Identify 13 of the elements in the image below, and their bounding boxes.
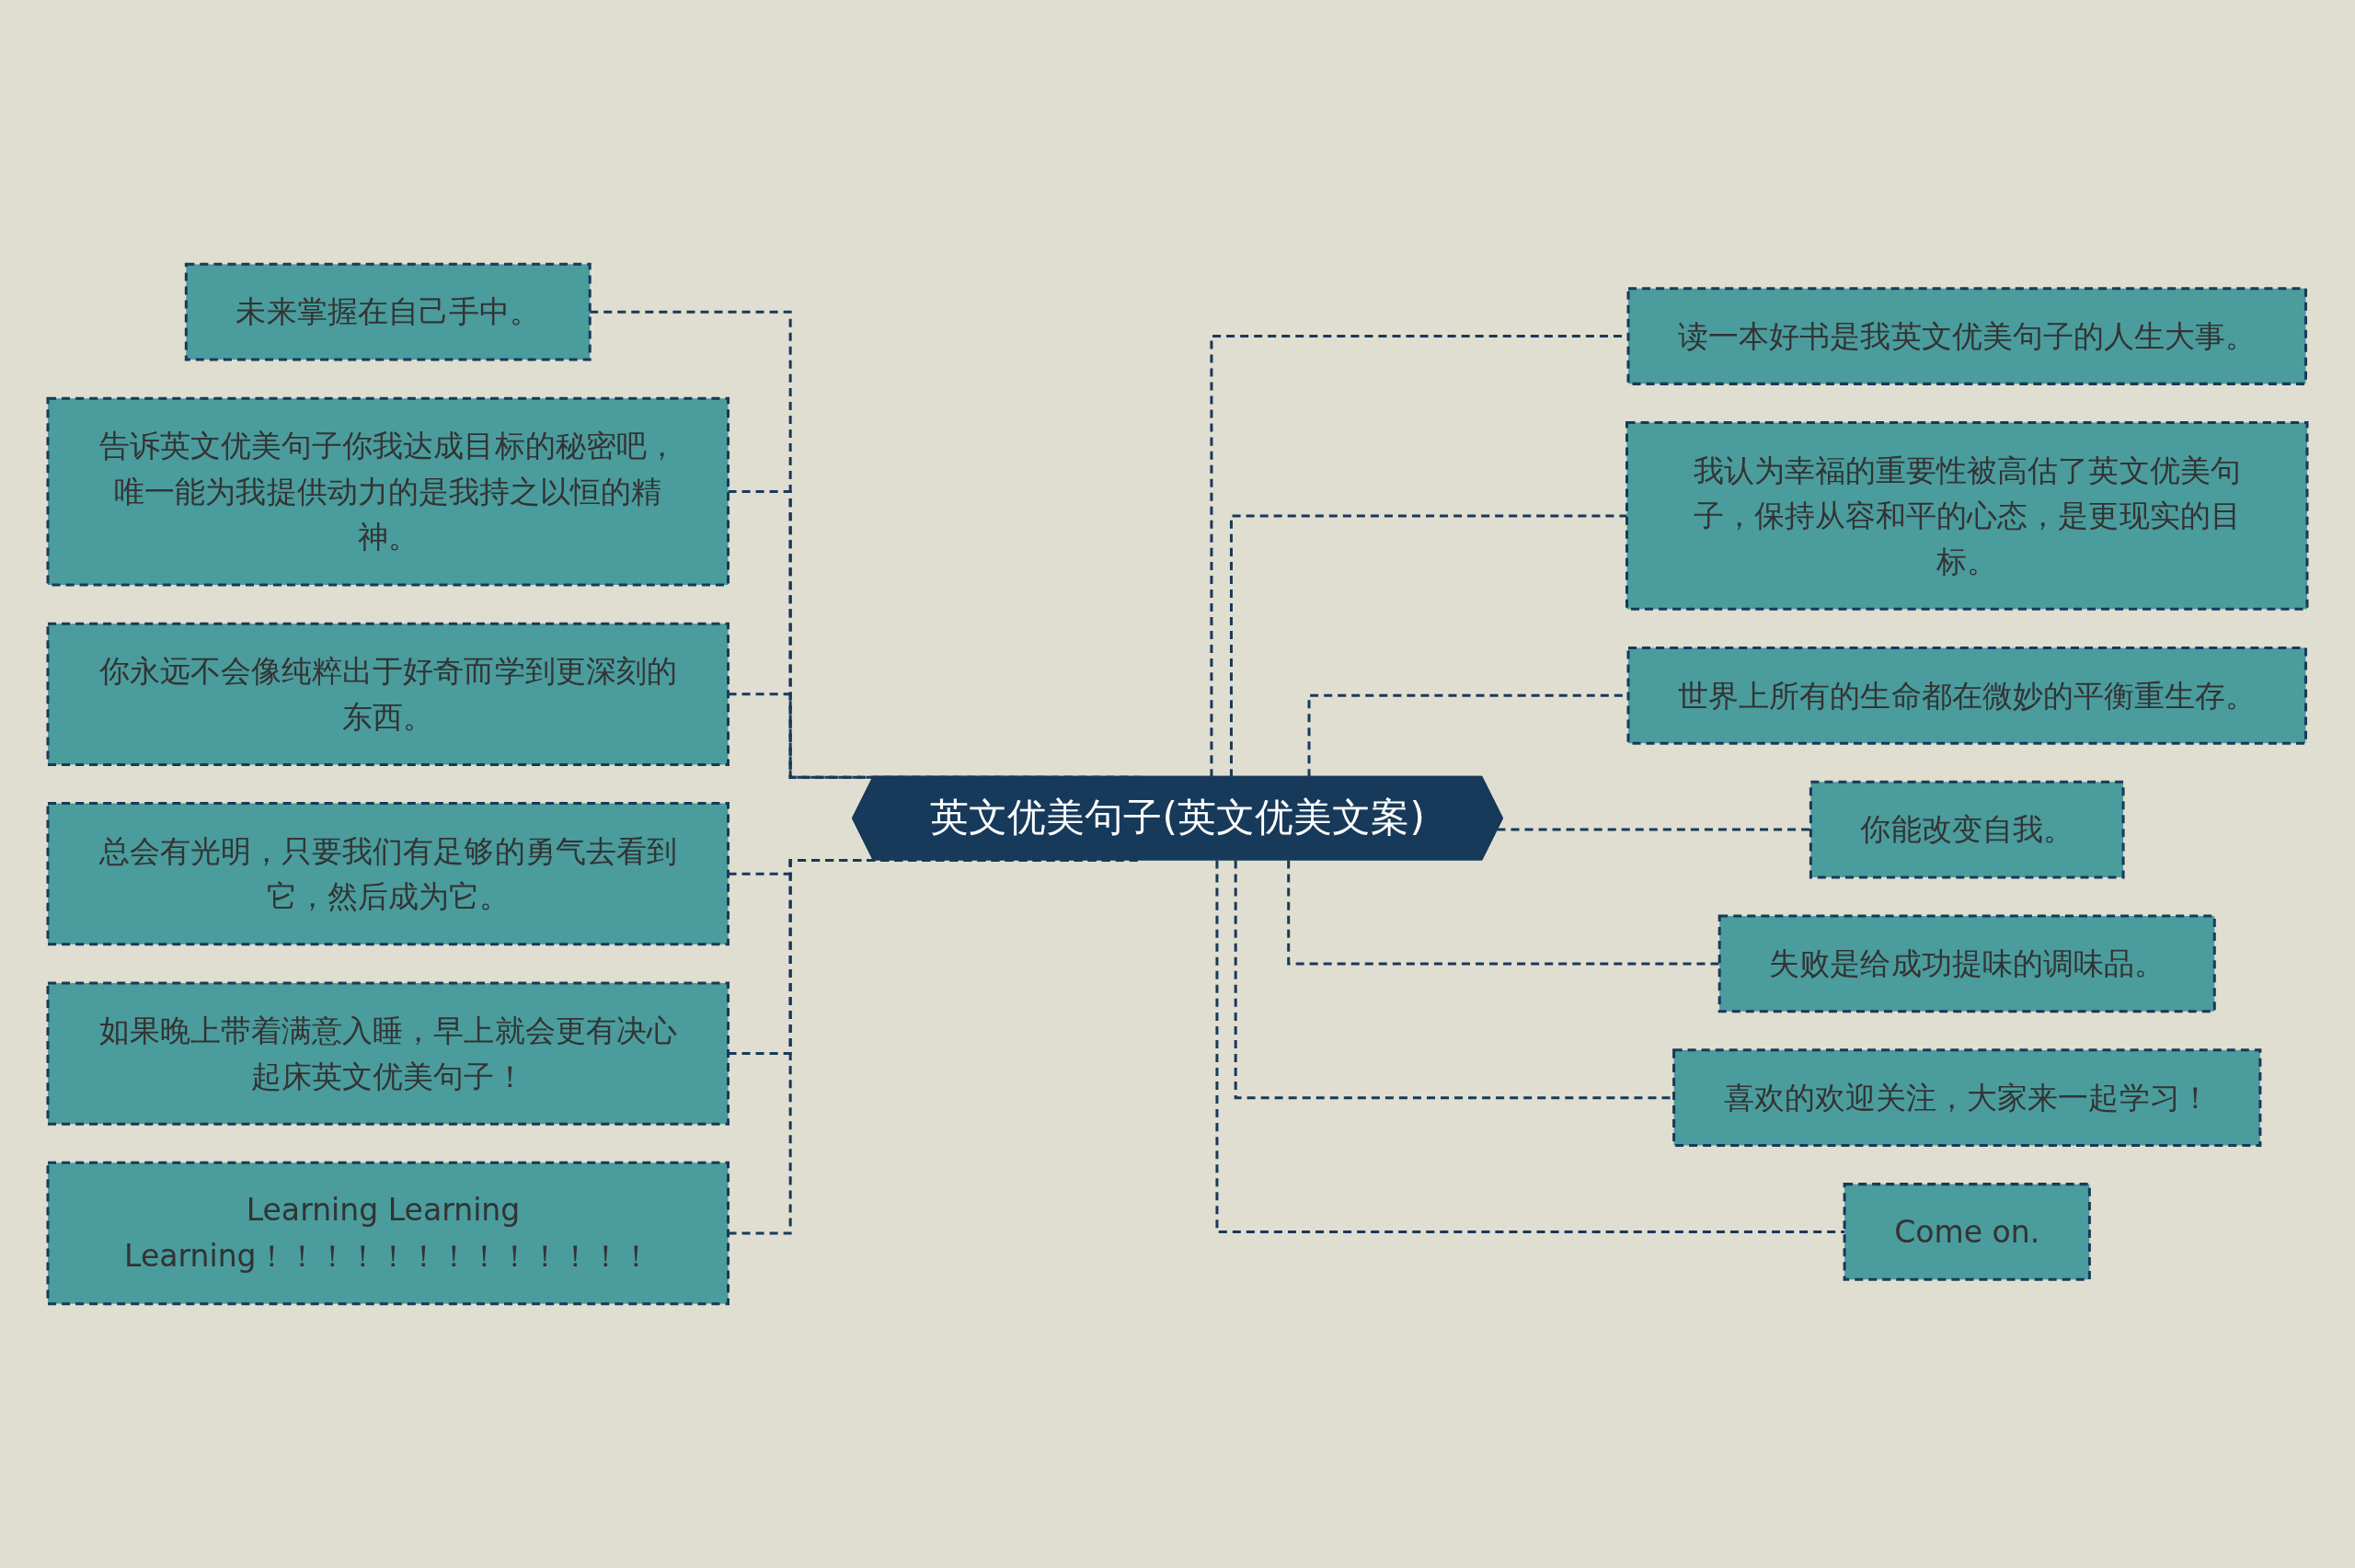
node-box: 未来掌握在自己手中。 xyxy=(184,262,592,361)
node-box: 我认为幸福的重要性被高估了英文优美句子，保持从容和平的心态，是更现实的目标。 xyxy=(1626,420,2309,611)
node-box: 总会有光明，只要我们有足够的勇气去看到它，然后成为它。 xyxy=(46,802,729,946)
node-box: 失败是给成功提味的调味品。 xyxy=(1717,914,2216,1013)
node-box: Learning Learning Learning！！！！！！！！！！！！！ xyxy=(46,1161,729,1306)
node-box: 喜欢的欢迎关注，大家来一起学习！ xyxy=(1672,1048,2262,1148)
node-box: 告诉英文优美句子你我达成目标的秘密吧，唯一能为我提供动力的是我持之以恒的精神。 xyxy=(46,396,729,587)
node-box: 读一本好书是我英文优美句子的人生大事。 xyxy=(1626,287,2307,385)
node-box: 你永远不会像纯粹出于好奇而学到更深刻的东西。 xyxy=(46,622,729,766)
node-box: 你能改变自我。 xyxy=(1809,780,2125,879)
node-box: 世界上所有的生命都在微妙的平衡重生存。 xyxy=(1626,646,2307,745)
node-box: Come on. xyxy=(1843,1183,2091,1281)
node-box: 如果晚上带着满意入睡，早上就会更有决心起床英文优美句子！ xyxy=(46,981,729,1126)
